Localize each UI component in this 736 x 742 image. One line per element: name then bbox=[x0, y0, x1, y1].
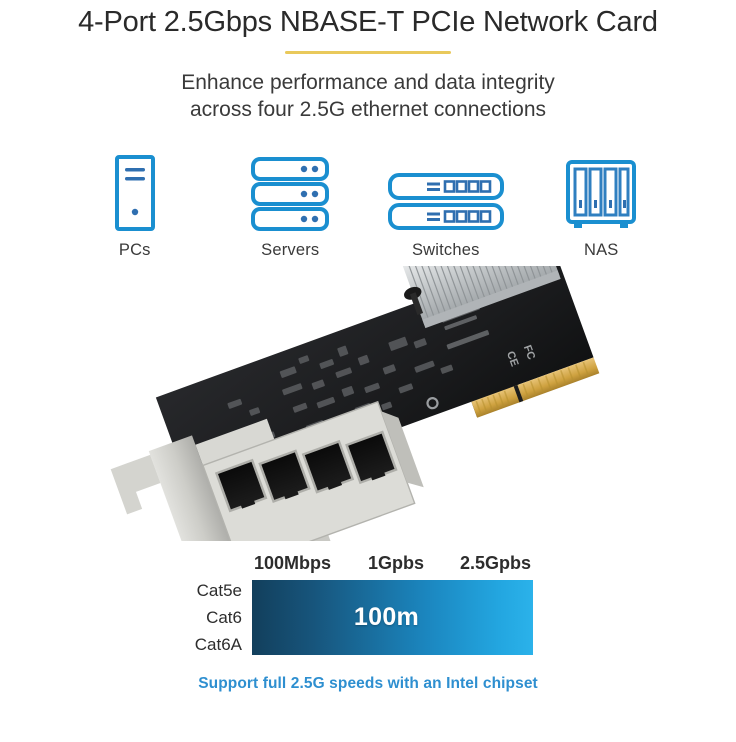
page-subtitle-line-2: across four 2.5G ethernet connections bbox=[189, 98, 547, 122]
heatsink-pushpin-left bbox=[404, 286, 424, 316]
server-rack-icon bbox=[250, 146, 330, 232]
rj45-port-x4 bbox=[202, 401, 424, 542]
chart-category-cat5e: Cat5e bbox=[196, 581, 242, 601]
chart-category-cat6: Cat6 bbox=[206, 608, 242, 628]
title-divider-wrap bbox=[0, 51, 736, 55]
svg-text:CE: CE bbox=[504, 350, 521, 368]
chart-category-cat6a: Cat6A bbox=[194, 635, 242, 655]
compatibility-item-servers: Servers bbox=[226, 146, 356, 260]
compatibility-label-pcs: PCs bbox=[118, 241, 151, 260]
chart-speed-label-2-5gbps: 2.5Gpbs bbox=[460, 553, 532, 574]
compatibility-label-servers: Servers bbox=[261, 241, 320, 260]
pcie-gold-fingers bbox=[471, 357, 600, 418]
page-title: 4-Port 2.5Gbps NBASE-T PCIe Network Card bbox=[78, 6, 658, 38]
desktop-tower-icon bbox=[114, 146, 156, 232]
network-card-illustration: CE FC bbox=[110, 266, 600, 542]
chart-category-axis: Cat5e Cat6 Cat6A bbox=[130, 580, 242, 656]
speed-distance-chart: 100Mbps 1Gpbs 2.5Gpbs Cat5e Cat6 Cat6A 1… bbox=[0, 553, 736, 673]
aluminum-heatsink bbox=[401, 266, 561, 329]
chart-distance-value: 100m bbox=[353, 603, 420, 632]
nas-enclosure-icon bbox=[564, 146, 638, 232]
title-divider bbox=[285, 51, 451, 55]
svg-text:FC: FC bbox=[521, 344, 537, 362]
page-subtitle-line-1: Enhance performance and data integrity bbox=[181, 71, 555, 95]
chart-distance-bar: 100m bbox=[252, 580, 533, 656]
compatibility-label-nas: NAS bbox=[583, 241, 619, 260]
page-subtitle: Enhance performance and data integrity a… bbox=[0, 70, 736, 124]
chart-speed-axis: 100Mbps 1Gpbs 2.5Gpbs bbox=[252, 553, 534, 577]
compatibility-label-switches: Switches bbox=[411, 241, 480, 260]
footer-note: Support full 2.5G speeds with an Intel c… bbox=[198, 675, 538, 693]
rj45-port-1 bbox=[214, 458, 268, 513]
compatibility-item-nas: NAS bbox=[537, 146, 667, 260]
compatibility-item-pcs: PCs bbox=[70, 146, 200, 260]
compatibility-item-switches: Switches bbox=[381, 146, 511, 260]
product-photo: CE FC bbox=[0, 266, 736, 542]
rj45-port-2 bbox=[258, 449, 311, 504]
chart-speed-label-1gbps: 1Gpbs bbox=[368, 553, 425, 574]
rj45-port-3 bbox=[301, 440, 355, 494]
chart-speed-label-100mbps: 100Mbps bbox=[254, 553, 332, 574]
rj45-port-4 bbox=[345, 430, 398, 485]
compatibility-icon-row: PCs Servers bbox=[0, 146, 736, 260]
network-switch-icon bbox=[387, 146, 505, 232]
